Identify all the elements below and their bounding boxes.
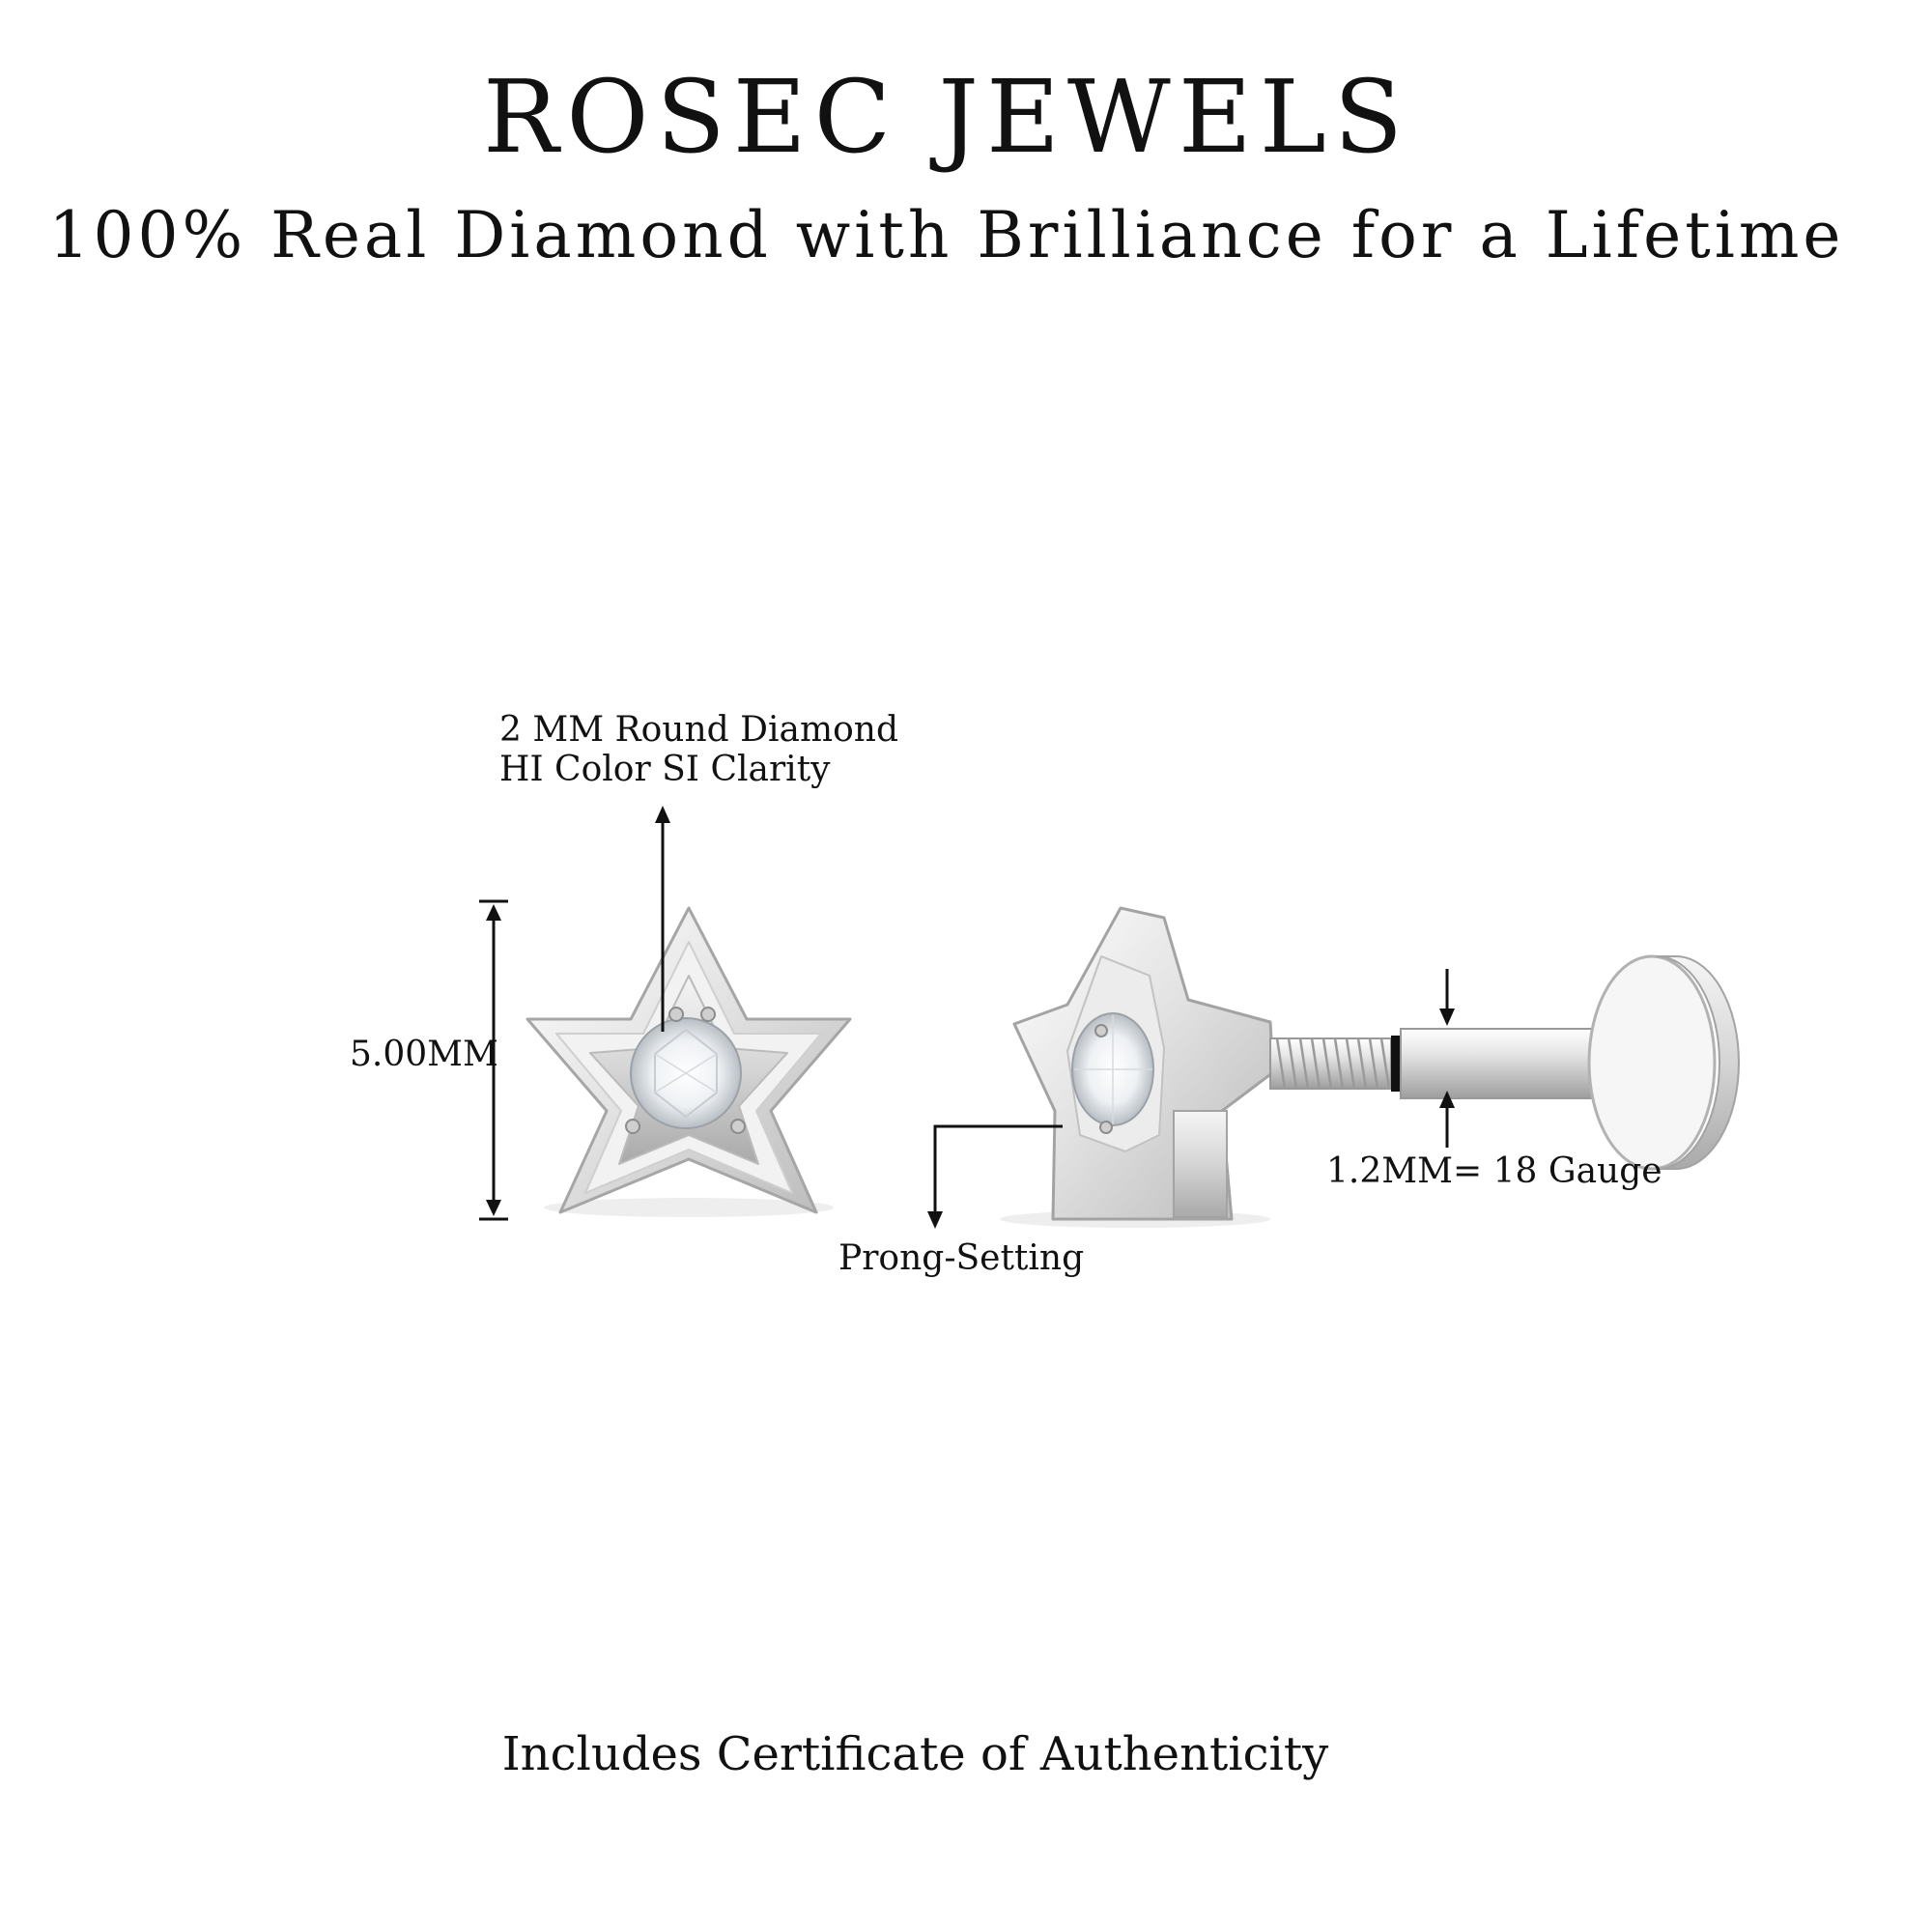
- tagline: 100% Real Diamond with Brilliance for a …: [48, 198, 1845, 272]
- side-view-earring: [1000, 906, 1740, 1228]
- diamond-callout-arrow: [655, 806, 670, 1032]
- prong: [1099, 1121, 1113, 1134]
- brand-title: ROSEC JEWELS: [482, 58, 1411, 176]
- gauge-label: 1.2MM= 18 Gauge: [1326, 1151, 1662, 1191]
- flat-back-disc: [1587, 954, 1717, 1171]
- labret-bar: [1400, 1028, 1609, 1099]
- height-label: 5.00MM: [350, 1035, 498, 1074]
- diamond-spec-line2: HI Color SI Clarity: [499, 750, 831, 789]
- certificate-note: Includes Certificate of Authenticity: [501, 1727, 1329, 1781]
- prong: [730, 1119, 746, 1134]
- prong-setting-label: Prong-Setting: [838, 1238, 1085, 1278]
- front-star-earring: [526, 906, 852, 1217]
- height-dimension-line: [479, 899, 508, 1221]
- prong-setting-callout-line: [927, 1124, 1063, 1229]
- prong: [1094, 1024, 1108, 1037]
- prong: [668, 1007, 684, 1022]
- prong: [625, 1119, 640, 1134]
- gauge-dimension-arrows: [1439, 969, 1455, 1148]
- diamond-spec-line1: 2 MM Round Diamond: [499, 710, 899, 750]
- prong: [700, 1007, 716, 1022]
